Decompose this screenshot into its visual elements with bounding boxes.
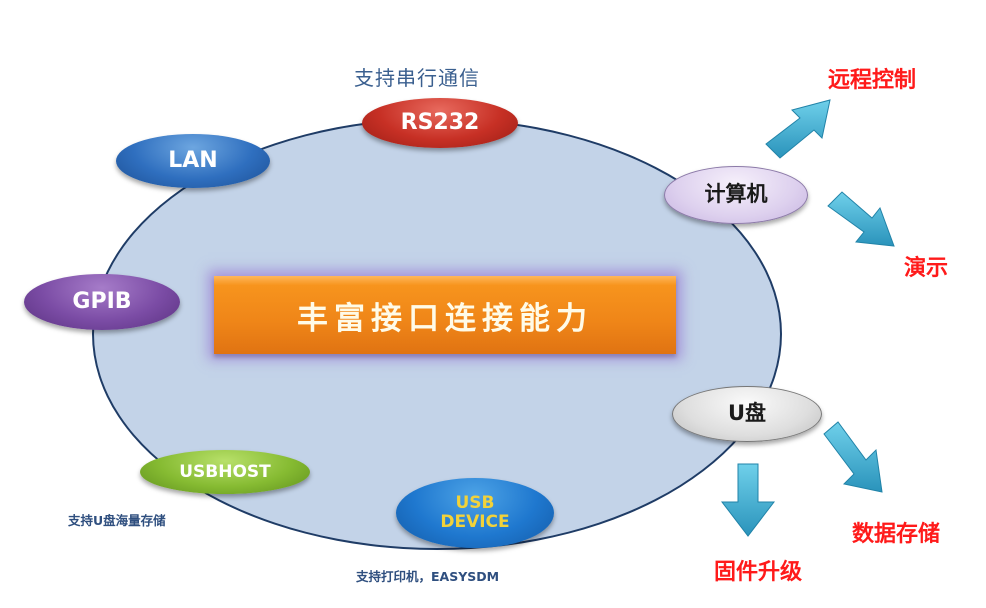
output-remote-control: 远程控制	[828, 68, 917, 93]
gpib-node: GPIB	[24, 274, 180, 330]
usbdevice-node: USB DEVICE	[396, 478, 554, 548]
arrow-icon	[827, 191, 895, 247]
lan-node: LAN	[116, 134, 270, 188]
output-firmware-upgrade: 固件升级	[714, 560, 803, 585]
usbdevice-label-line1: USB	[455, 493, 495, 514]
usbdevice-label-line2: DEVICE	[440, 512, 510, 532]
udisk-label: U盘	[727, 401, 767, 426]
computer-label: 计算机	[704, 182, 768, 207]
output-data-storage: 数据存储	[852, 522, 941, 547]
lan-label: LAN	[168, 147, 218, 173]
computer-node: 计算机	[664, 166, 808, 224]
arrow-icon	[765, 99, 831, 159]
usbhost-label: USBHOST	[179, 461, 271, 482]
rs232-node: RS232	[362, 98, 518, 148]
center-title-box: 丰富接口连接能力	[214, 276, 676, 354]
arrow-icon	[720, 463, 776, 537]
center-title: 丰富接口连接能力	[297, 300, 593, 337]
rs232-label: RS232	[400, 109, 480, 135]
usbdevice-caption: 支持打印机，EASYSDM	[356, 569, 500, 584]
output-demo: 演示	[904, 256, 949, 281]
serial-caption: 支持串行通信	[354, 66, 480, 90]
usbhost-node: USBHOST	[140, 450, 310, 494]
usbhost-caption: 支持U盘海量存储	[68, 513, 166, 528]
udisk-node: U盘	[672, 386, 822, 442]
arrow-icon	[823, 421, 883, 493]
gpib-label: GPIB	[72, 288, 132, 314]
